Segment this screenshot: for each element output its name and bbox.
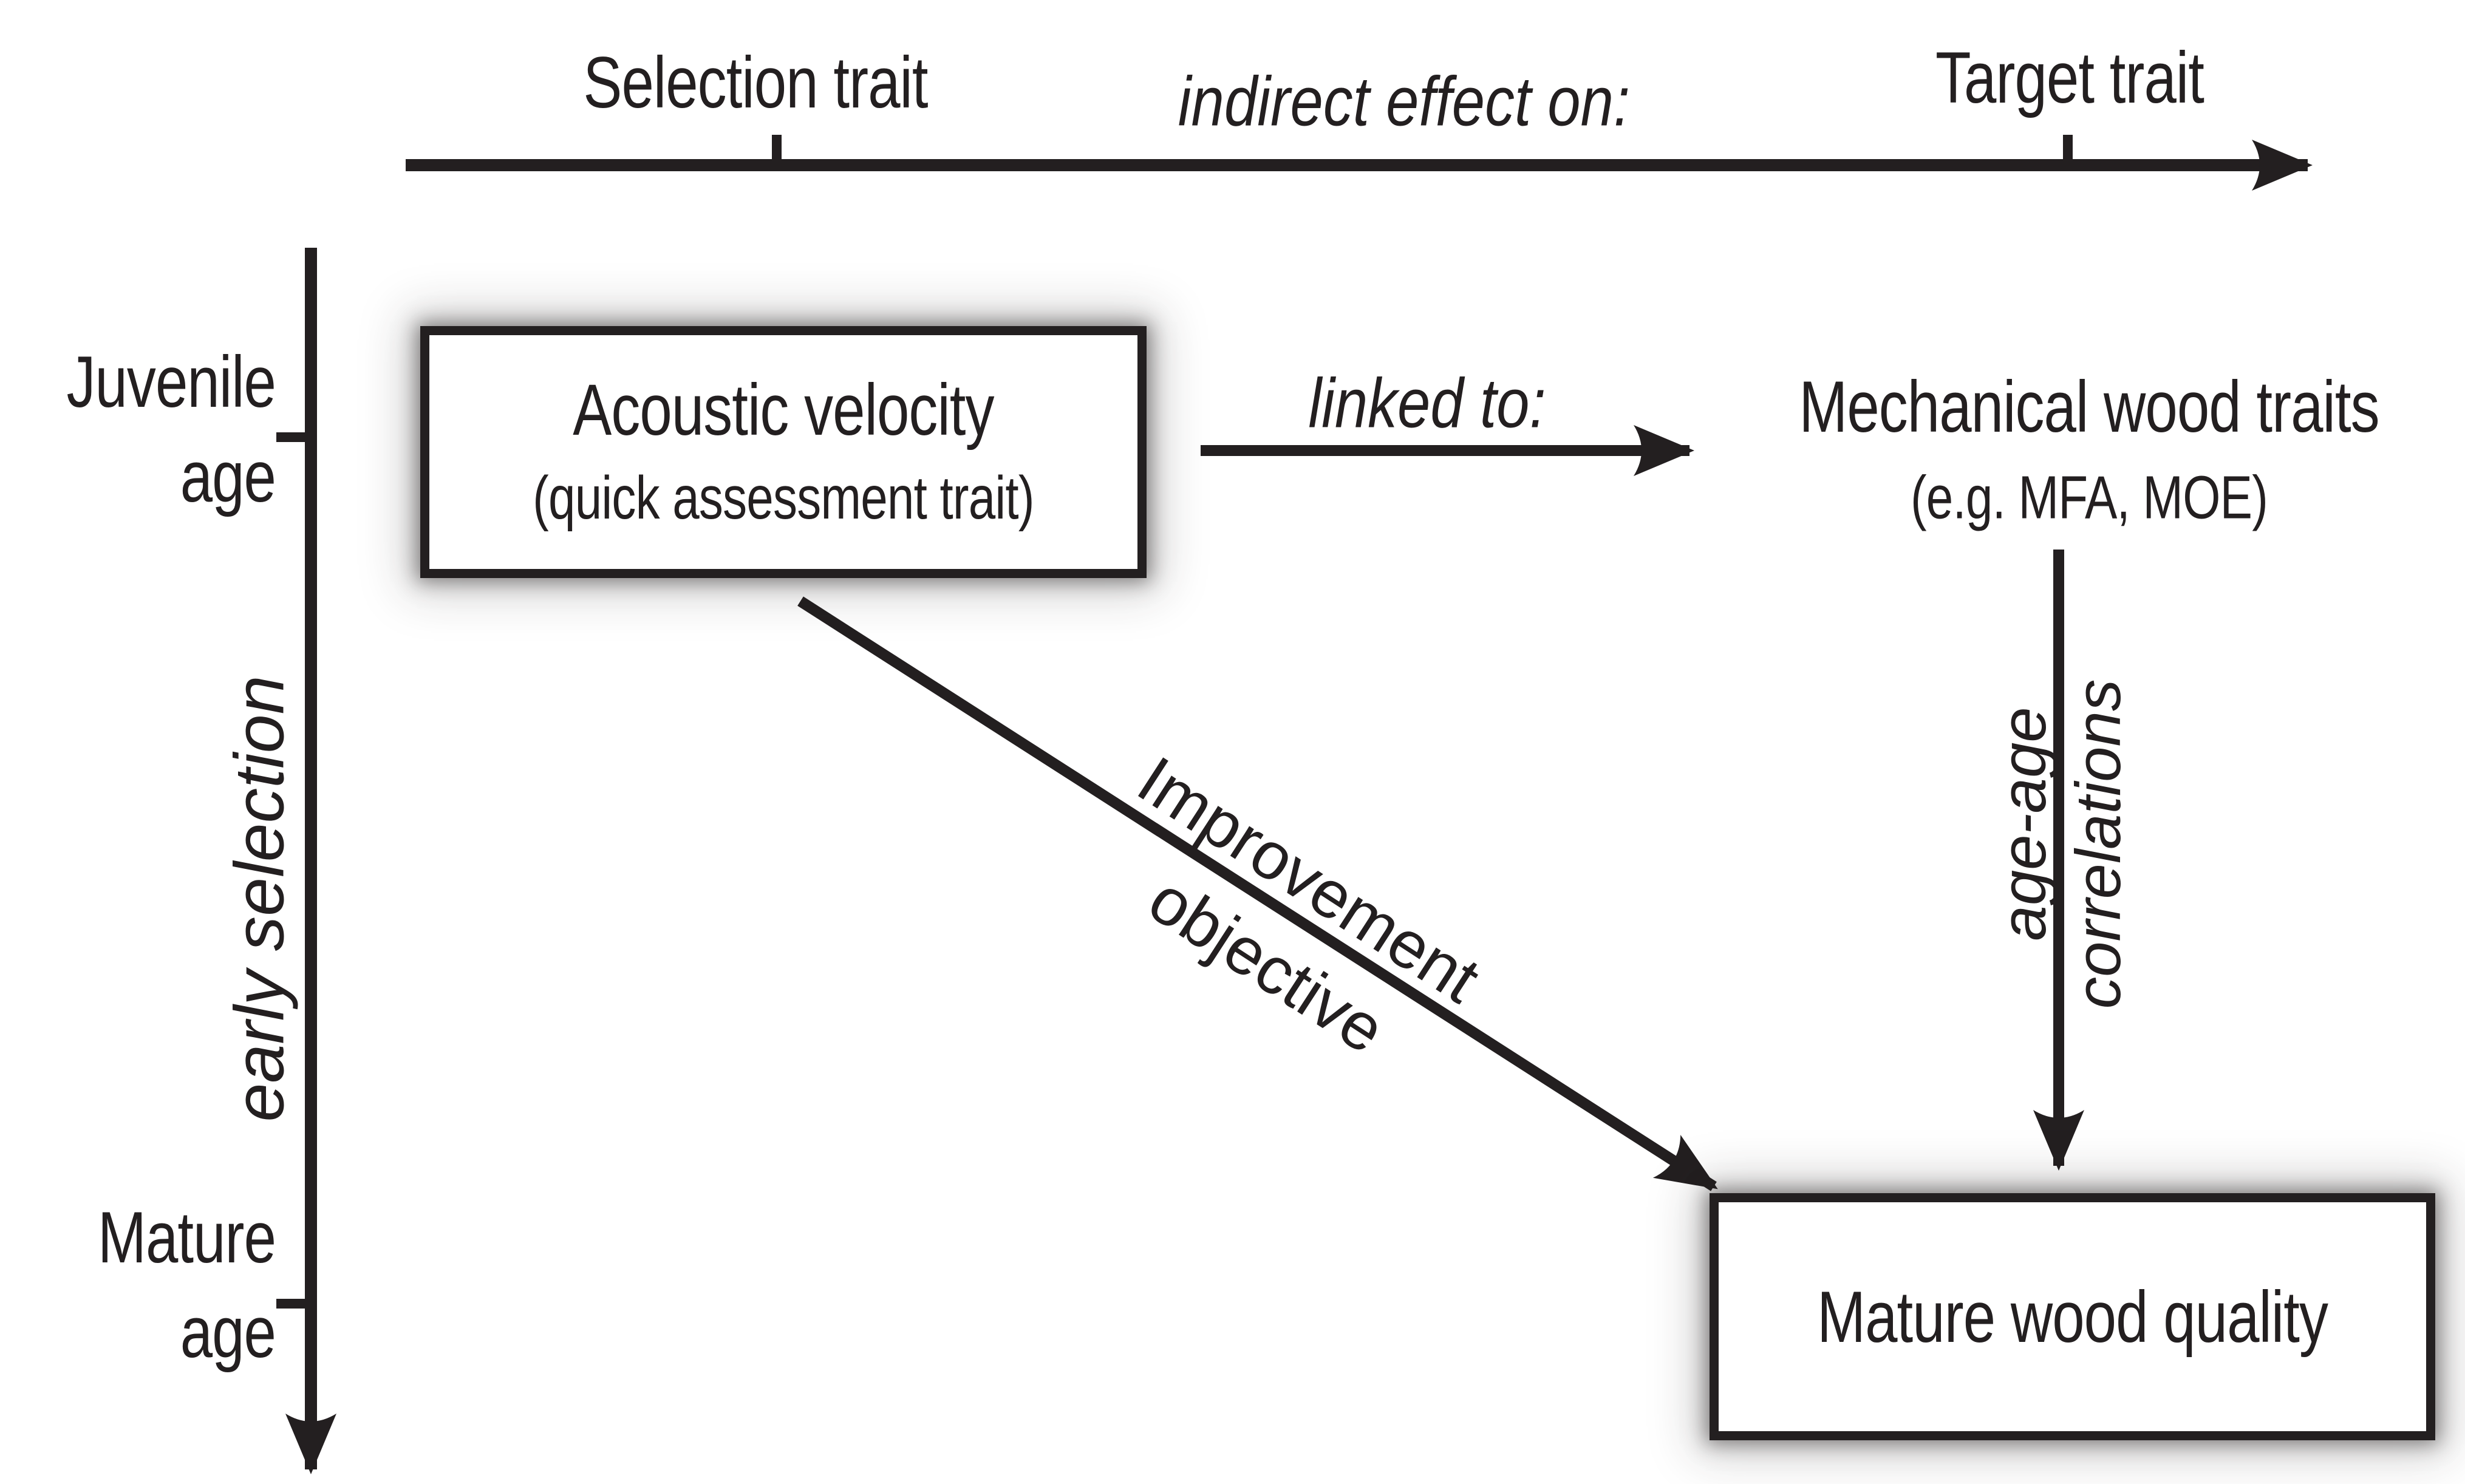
mechanical-wood-traits-subtitle: (e.g. MFA, MOE) [1910,463,2268,532]
mechanical-wood-traits-title: Mechanical wood traits [1799,366,2379,448]
indirect-effect-label: indirect effect on: [1178,63,1631,141]
target-trait-label: Target trait [1935,37,2204,118]
mature-wood-quality-box: Mature wood quality [1710,1193,2435,1440]
linked-to-label: linked to: [1308,364,1546,443]
age-age-label: age-age [1988,707,2059,941]
mature-age-label: Mature age [98,1190,276,1380]
juvenile-age-line1: Juvenile [66,341,276,423]
improvement-arrow [797,596,1718,1191]
juvenile-age-label: Juvenile age [66,335,276,524]
acoustic-velocity-box: Acoustic velocity (quick assessment trai… [420,326,1147,578]
early-selection-label: early selection [220,675,299,1122]
acoustic-velocity-subtitle: (quick assessment trait) [533,463,1034,532]
mature-age-line1: Mature [97,1197,276,1278]
correlations-label: correlations [2062,679,2134,1009]
mature-wood-quality-title: Mature wood quality [1817,1276,2328,1358]
acoustic-velocity-title: Acoustic velocity [573,369,994,451]
juvenile-age-line2: age [180,436,276,517]
mature-age-line2: age [180,1292,276,1373]
selection-trait-label: Selection trait [583,42,928,123]
